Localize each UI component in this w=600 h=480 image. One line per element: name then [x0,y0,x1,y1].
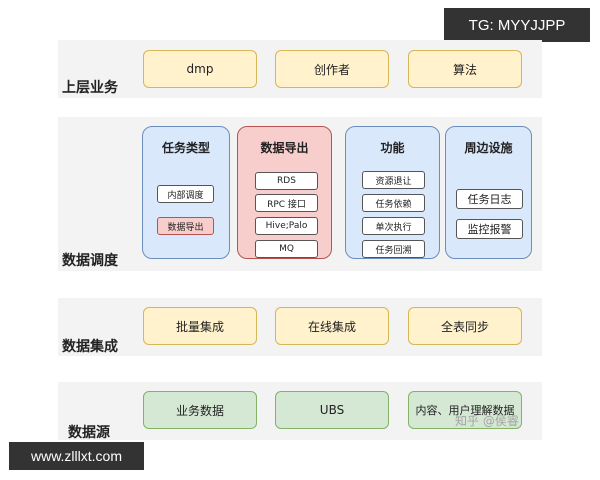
task-type-panel: 任务类型 内部调度 数据导出 [142,126,230,259]
creator-box: 创作者 [275,50,389,88]
full-table-sync-box: 全表同步 [408,307,522,345]
algorithm-box: 算法 [408,50,522,88]
upper-business-label: 上层业务 [62,80,118,96]
internal-schedule-chip: 内部调度 [157,185,214,203]
function-title: 功能 [380,141,405,155]
site-tag: www.zlllxt.com [9,442,144,470]
rds-chip: RDS [255,172,318,190]
single-exec-chip: 单次执行 [362,217,425,235]
data-export-chip: 数据导出 [157,217,214,235]
zhihu-watermark: 知乎 @侯睿 [455,414,519,428]
dmp-box: dmp [143,50,257,88]
peripheral-title: 周边设施 [464,141,513,155]
data-scheduling-label: 数据调度 [62,253,118,269]
hive-palo-chip: Hive;Palo [255,217,318,235]
mq-chip: MQ [255,240,318,258]
task-log-chip: 任务日志 [456,189,523,209]
data-source-label: 数据源 [68,425,110,441]
online-integration-box: 在线集成 [275,307,389,345]
data-export-panel: 数据导出 RDS RPC 接口 Hive;Palo MQ [237,126,332,259]
peripheral-panel: 周边设施 任务日志 监控报警 [445,126,532,259]
monitor-alarm-chip: 监控报警 [456,219,523,239]
task-type-title: 任务类型 [161,141,210,155]
rpc-chip: RPC 接口 [255,194,318,212]
function-panel: 功能 资源退让 任务依赖 单次执行 任务回溯 [345,126,440,259]
task-dependency-chip: 任务依赖 [362,194,425,212]
ubs-box: UBS [275,391,389,429]
data-export-title: 数据导出 [260,141,309,155]
resource-yield-chip: 资源退让 [362,171,425,189]
task-backtrack-chip: 任务回溯 [362,240,425,258]
batch-integration-box: 批量集成 [143,307,257,345]
content-user-data-box: 内容、用户理解数据 [408,391,522,429]
tg-tag: TG: MYYJJPP [444,8,590,42]
data-integration-label: 数据集成 [62,339,118,355]
business-data-box: 业务数据 [143,391,257,429]
